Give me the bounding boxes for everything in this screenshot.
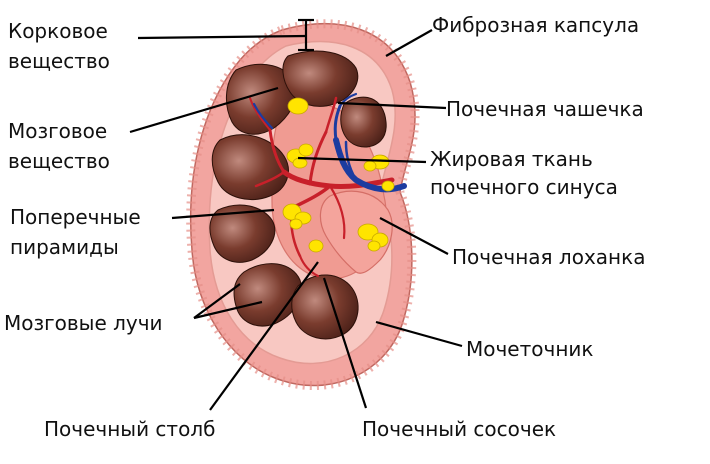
leader-sinus-fat	[297, 156, 427, 164]
leader-column	[209, 261, 319, 411]
label-calyx: Почечная чашечка	[446, 97, 644, 121]
leader-cortex	[137, 34, 307, 40]
leader-pelvis	[379, 217, 449, 255]
renal-pelvis-shape	[319, 190, 393, 274]
label-sinus-fat-line1: Жировая ткань	[430, 147, 593, 171]
label-sinus-fat-line2: почечного синуса	[430, 175, 618, 199]
arteries	[249, 96, 395, 278]
label-cortex-line1: Корковое	[8, 19, 108, 43]
leader-papilla	[322, 277, 368, 409]
label-papilla: Почечный сосочек	[362, 417, 557, 441]
pyramid-3	[340, 96, 387, 148]
sinus-fat-deposits	[282, 97, 395, 253]
leader-ureter	[375, 320, 463, 348]
leader-pyramids	[171, 208, 275, 220]
pyramid-4	[211, 134, 289, 200]
label-rays: Мозговые лучи	[4, 311, 163, 335]
pyramid-7	[291, 274, 359, 340]
leader-capsule	[385, 29, 433, 57]
leader-calyx	[337, 101, 447, 110]
label-pelvis: Почечная лоханка	[452, 245, 646, 269]
pyramid-1	[226, 63, 298, 135]
label-column: Почечный столб	[44, 417, 216, 441]
label-ureter: Мочеточник	[466, 337, 594, 361]
leader-rays-b	[193, 300, 263, 320]
label-medulla-line2: вещество	[8, 149, 110, 173]
label-pyramids-line1: Поперечные	[10, 205, 141, 229]
leader-medulla	[129, 86, 279, 134]
pyramid-5	[209, 204, 276, 263]
capsule-texture	[186, 19, 420, 390]
label-pyramids-line2: пирамиды	[10, 235, 119, 259]
label-capsule: Фиброзная капсула	[432, 13, 640, 37]
leader-rays-a	[193, 283, 241, 319]
label-medulla-line1: Мозговое	[8, 119, 108, 143]
label-cortex-line2: вещество	[8, 49, 110, 73]
